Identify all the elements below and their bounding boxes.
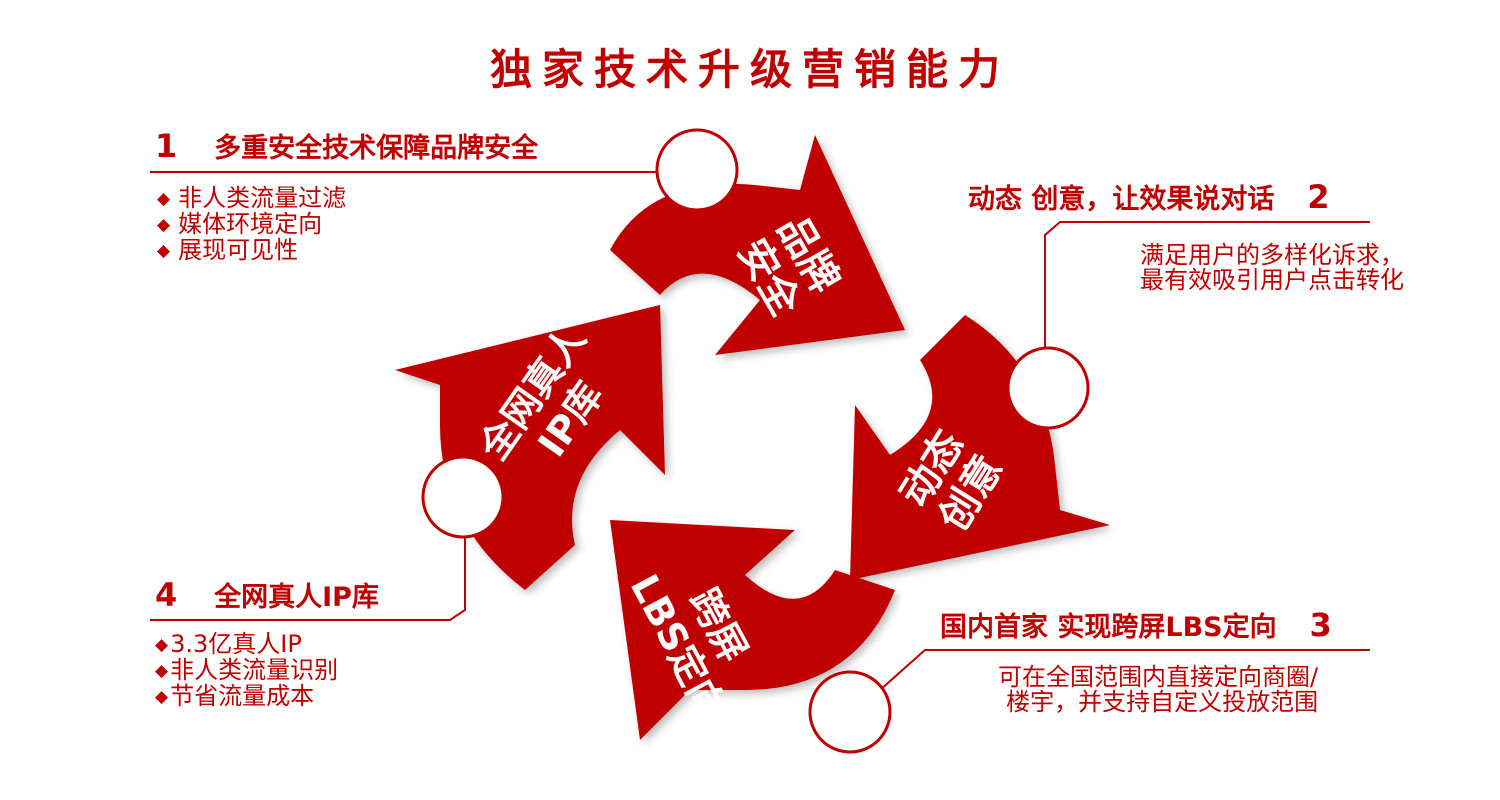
section-4-heading: 4 全网真人IP库 [155, 575, 379, 614]
diamond-bullet-icon: ◆ [155, 661, 169, 681]
arrow-cross-screen-lbs [610, 520, 895, 740]
diamond-bullet-icon: ◆ [157, 189, 171, 209]
section-2-desc-line1: 满足用户的多样化诉求， [1140, 241, 1404, 269]
section-1-title: 多重安全技术保障品牌安全 [214, 133, 539, 164]
section-1-heading: 1 多重安全技术保障品牌安全 [155, 126, 538, 165]
arrow-dynamic-creative [850, 315, 1110, 580]
diamond-bullet-icon: ◆ [157, 215, 171, 235]
list-item: ◆ 展现可见性 [157, 238, 346, 264]
section-2-desc-line2: 最有效吸引用户点击转化 [1140, 266, 1404, 294]
section-2-heading: 动态 创意，让效果说对话 2 [968, 177, 1329, 216]
list-item: ◆ 非人类流量过滤 [157, 186, 346, 212]
section-1-underline [150, 171, 618, 173]
section-2-description: 满足用户的多样化诉求， 最有效吸引用户点击转化 [1140, 243, 1404, 293]
list-item-text: 非人类流量识别 [170, 656, 339, 684]
diamond-bullet-icon: ◆ [157, 241, 171, 261]
node-circle-1 [655, 128, 739, 212]
connector-line-4 [150, 535, 466, 621]
page-title: 独家技术升级营销能力 [489, 45, 1010, 94]
section-3-title: 国内首家 实现跨屏LBS定向 [940, 612, 1277, 643]
list-item: ◆节省流量成本 [155, 684, 338, 710]
node-circle-4 [421, 455, 505, 539]
section-3-desc-line1: 可在全国范围内直接定向商圈/ [998, 663, 1319, 691]
section-4-title: 全网真人IP库 [214, 582, 379, 613]
diamond-bullet-icon: ◆ [155, 635, 169, 655]
section-2-title: 动态 创意，让效果说对话 [968, 184, 1275, 215]
node-circle-3 [808, 670, 892, 754]
section-3-description: 可在全国范围内直接定向商圈/ 楼宇，并支持自定义投放范围 [998, 665, 1318, 715]
section-3-desc-line2: 楼宇，并支持自定义投放范围 [1006, 688, 1319, 716]
list-item-text: 展现可见性 [178, 236, 299, 264]
section-3-heading: 国内首家 实现跨屏LBS定向 3 [940, 605, 1332, 644]
list-item: ◆3.3亿真人IP [155, 632, 338, 658]
arrow-real-ip-library [395, 305, 665, 590]
list-item-text: 节省流量成本 [170, 682, 315, 710]
list-item-text: 3.3亿真人IP [170, 630, 302, 658]
list-item: ◆ 媒体环境定向 [157, 212, 346, 238]
section-1-list: ◆ 非人类流量过滤 ◆ 媒体环境定向 ◆ 展现可见性 [157, 186, 346, 264]
section-3-number: 3 [1309, 606, 1332, 644]
section-2-number: 2 [1307, 178, 1330, 216]
list-item-text: 非人类流量过滤 [178, 184, 347, 212]
list-item: ◆非人类流量识别 [155, 658, 338, 684]
section-1-number: 1 [155, 127, 178, 165]
node-circle-2 [1006, 346, 1090, 430]
list-item-text: 媒体环境定向 [178, 210, 323, 238]
section-4-list: ◆3.3亿真人IP ◆非人类流量识别 ◆节省流量成本 [155, 632, 338, 710]
connector-line-2 [1044, 221, 1370, 350]
section-4-number: 4 [155, 576, 178, 614]
diamond-bullet-icon: ◆ [155, 687, 169, 707]
connector-line-3 [879, 649, 1370, 691]
